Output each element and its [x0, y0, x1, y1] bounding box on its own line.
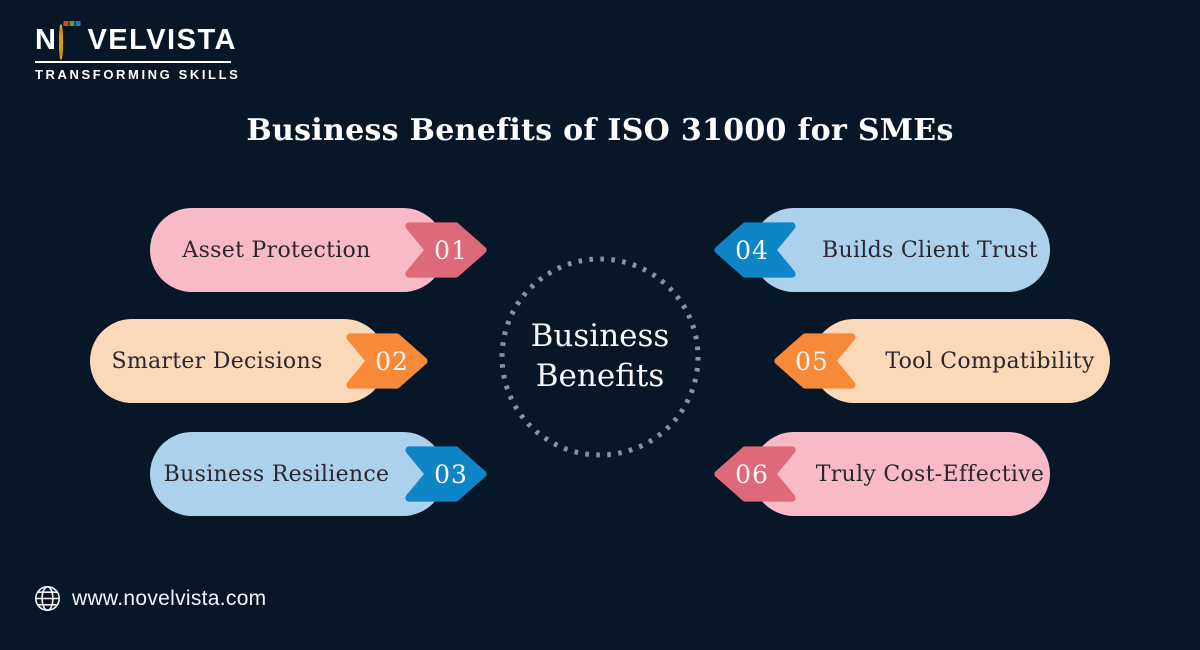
benefit-number: 03	[434, 459, 468, 489]
sun-icon	[59, 23, 64, 60]
benefit-label: Asset Protection	[182, 237, 371, 263]
arrow-left-icon	[714, 222, 796, 278]
benefit-number: 05	[795, 346, 829, 376]
logo-sun-icon	[59, 20, 85, 60]
benefit-number: 02	[375, 346, 409, 376]
logo-pixel-squares	[63, 20, 81, 26]
arrow-left-icon	[774, 333, 856, 389]
arrow-right-icon	[405, 222, 487, 278]
benefit-number: 04	[735, 235, 769, 265]
benefit-pill-builds-client-trust: 04 Builds Client Trust	[714, 208, 1050, 292]
arrow-right-icon	[405, 446, 487, 502]
benefit-number-badge: 01	[405, 222, 487, 278]
benefit-number: 06	[735, 459, 769, 489]
benefit-label: Business Resilience	[163, 461, 390, 487]
arrow-left-icon	[714, 446, 796, 502]
dotted-circle-icon	[499, 256, 701, 458]
globe-icon	[35, 586, 60, 611]
novelvista-logo: N VELVISTA TRANSFORMING SKILLS	[35, 20, 241, 82]
benefit-pill-tool-compatibility: 05 Tool Compatibility	[774, 319, 1110, 403]
website-url: www.novelvista.com	[72, 586, 267, 610]
benefit-label: Tool Compatibility	[885, 348, 1095, 374]
benefit-number-badge: 03	[405, 446, 487, 502]
green-pixel-icon	[69, 20, 75, 26]
benefit-label: Builds Client Trust	[822, 237, 1038, 263]
logo-letters-rest: VELVISTA	[87, 24, 237, 56]
benefit-number: 01	[434, 235, 468, 265]
center-title: Business Benefits	[497, 254, 703, 460]
logo-divider	[35, 61, 231, 63]
red-pixel-icon	[63, 20, 69, 26]
benefit-label: Smarter Decisions	[111, 348, 323, 374]
page-title: Business Benefits of ISO 31000 for SMEs	[246, 113, 954, 148]
center-title-line2: Benefits	[535, 358, 665, 394]
benefit-number-badge: 06	[714, 446, 796, 502]
benefit-pill-asset-protection: Asset Protection 01	[150, 208, 487, 292]
benefit-number-badge: 02	[346, 333, 428, 389]
benefit-number-badge: 04	[714, 222, 796, 278]
logo-tagline: TRANSFORMING SKILLS	[35, 67, 241, 82]
benefit-pill-smarter-decisions: Smarter Decisions 02	[90, 319, 428, 403]
benefit-label: Truly Cost-Effective	[815, 461, 1045, 487]
footer: www.novelvista.com	[34, 585, 266, 612]
logo-letter-n: N	[35, 24, 58, 56]
blue-pixel-icon	[75, 20, 81, 26]
benefit-number-badge: 05	[774, 333, 856, 389]
center-title-line1: Business	[530, 318, 670, 355]
benefit-pill-truly-cost-effective: 06 Truly Cost-Effective	[714, 432, 1050, 516]
center-hub: Business Benefits	[497, 254, 703, 460]
benefit-pill-business-resilience: Business Resilience 03	[150, 432, 487, 516]
logo-wordmark: N VELVISTA	[35, 20, 240, 60]
arrow-right-icon	[346, 333, 428, 389]
